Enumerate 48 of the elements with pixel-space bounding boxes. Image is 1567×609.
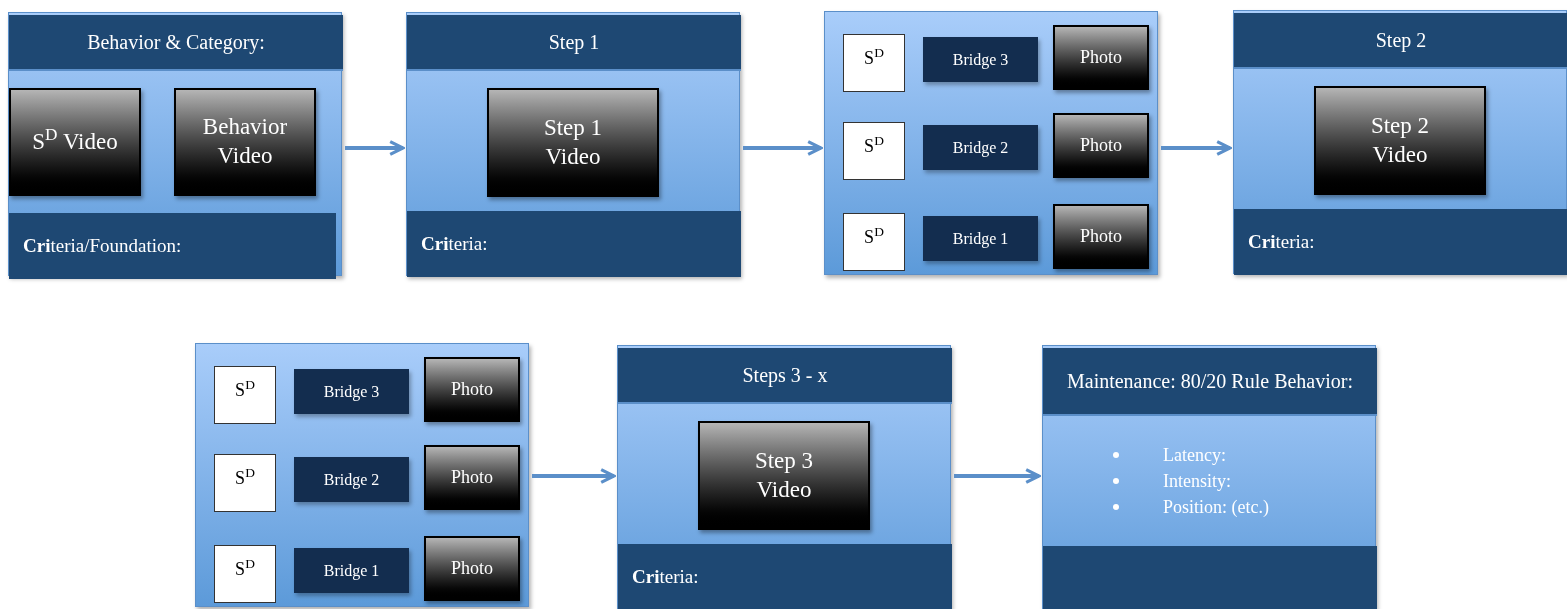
video-box: Step 3 Video	[698, 421, 870, 530]
bridge-box: Bridge 2	[294, 457, 409, 502]
bridge-box: Bridge 1	[923, 216, 1038, 261]
step-panel	[406, 12, 740, 276]
header-band: Steps 3 - x	[618, 348, 952, 404]
arrow	[532, 468, 616, 484]
arrow	[954, 468, 1041, 484]
step-panel	[1042, 345, 1376, 609]
bridge-box: Bridge 3	[294, 369, 409, 414]
video-box: Step 1 Video	[487, 88, 659, 197]
stimulus-box: S$^{D}$	[843, 122, 905, 180]
photo-box: Photo	[1053, 113, 1149, 178]
header-band: Step 2	[1234, 13, 1567, 69]
video-box: Behavior Video	[174, 88, 316, 196]
criteria-band: Criteria:	[1234, 209, 1567, 275]
stimulus-box: S$^{D}$	[843, 34, 905, 92]
criteria-band: Criteria:	[407, 211, 741, 277]
bridge-box: Bridge 3	[923, 37, 1038, 82]
photo-box: Photo	[424, 536, 520, 601]
photo-box: Photo	[424, 445, 520, 510]
stimulus-box: S$^{D}$	[214, 366, 276, 424]
step-panel	[8, 12, 342, 276]
arrow	[1161, 140, 1232, 156]
step-panel	[617, 345, 951, 609]
video-box: S$^{D}$ Video	[9, 88, 141, 196]
footer-band	[1043, 546, 1377, 609]
photo-box: Photo	[1053, 204, 1149, 269]
header-band: Maintenance: 80/20 Rule Behavior:	[1043, 348, 1377, 416]
photo-box: Photo	[1053, 25, 1149, 90]
arrow	[743, 140, 823, 156]
arrow	[345, 140, 405, 156]
stimulus-box: S$^{D}$	[214, 454, 276, 512]
stimulus-box: S$^{D}$	[843, 213, 905, 271]
list-item-text: Latency:	[1163, 444, 1226, 467]
step-panel	[195, 343, 529, 607]
list-item-text: Position: (etc.)	[1163, 496, 1269, 519]
bridge-box: Bridge 1	[294, 548, 409, 593]
criteria-band: Criteria/Foundation:	[9, 213, 336, 279]
photo-box: Photo	[424, 357, 520, 422]
step-panel	[824, 11, 1158, 275]
header-band: Behavior & Category:	[9, 15, 343, 71]
step-panel	[1233, 10, 1567, 274]
stimulus-box: S$^{D}$	[214, 545, 276, 603]
bridge-box: Bridge 2	[923, 125, 1038, 170]
list-item-text: Intensity:	[1163, 470, 1231, 493]
header-band: Step 1	[407, 15, 741, 71]
video-box: Step 2 Video	[1314, 86, 1486, 195]
criteria-band: Criteria:	[618, 544, 952, 609]
